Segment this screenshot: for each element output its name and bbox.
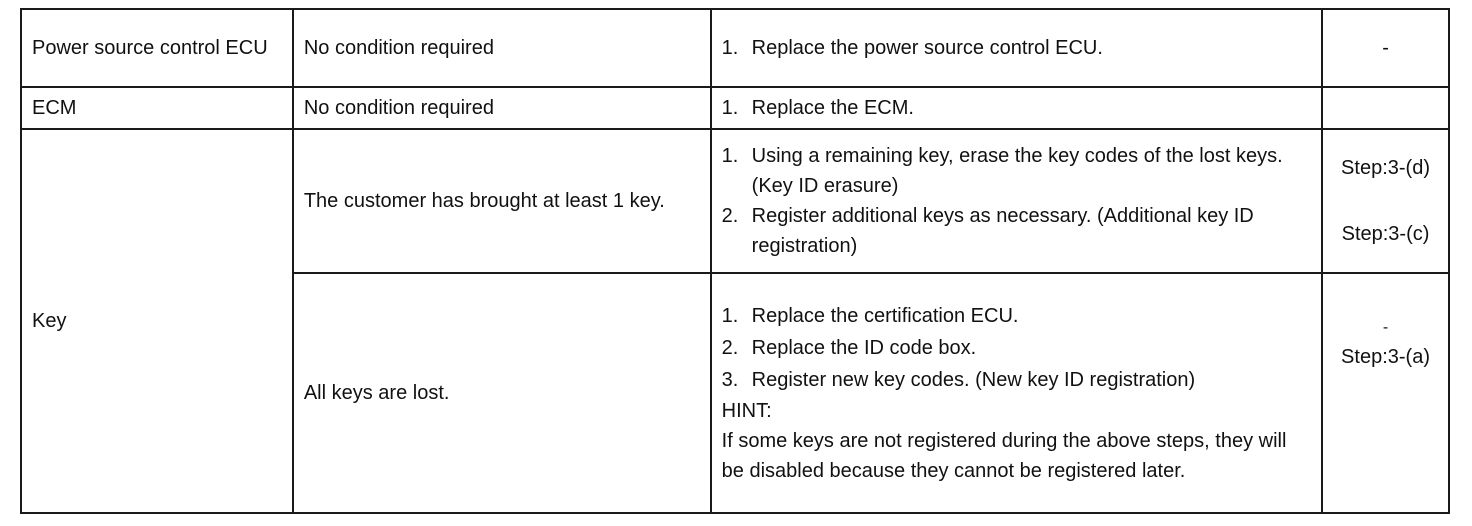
part-cell: Power source control ECU (20, 8, 294, 88)
condition-cell: All keys are lost. (291, 272, 712, 514)
procedure-step: 1. Replace the ECM. (721, 97, 914, 119)
part-cell: Key (20, 128, 294, 514)
step-reference: Step:3-(c) (1341, 223, 1430, 245)
condition-cell: No condition required (291, 86, 712, 130)
procedure-step: 1. Using a remaining key, erase the key … (721, 145, 1283, 197)
procedure-cell: 1. Replace the ECM. (709, 86, 1324, 130)
step-reference: Step:3-(d) (1341, 157, 1430, 179)
table-row: Power source control ECU No condition re… (20, 8, 1450, 88)
procedure-step: 1. Replace the power source control ECU. (721, 37, 1103, 59)
reference-cell: Step:3-(d) Step:3-(c) (1321, 128, 1450, 274)
hint-label: HINT: (721, 400, 772, 422)
table-row: Key The customer has brought at least 1 … (20, 128, 1450, 514)
step-reference: - (1382, 319, 1389, 336)
procedure-cell: 1. Using a remaining key, erase the key … (709, 128, 1324, 274)
condition-cell: The customer has brought at least 1 key. (291, 128, 712, 274)
table-row: ECM No condition required 1. Replace the… (20, 86, 1450, 130)
table-row: All keys are lost. 1. Replace the certif… (21, 272, 1450, 514)
procedure-step: 3. Register new key codes. (New key ID r… (721, 369, 1196, 391)
procedure-table: Power source control ECU No condition re… (20, 8, 1450, 514)
hint-text: If some keys are not registered during t… (721, 430, 1287, 482)
reference-cell: - (1321, 8, 1450, 88)
procedure-step: 2. Replace the ID code box. (721, 337, 977, 359)
condition-cell: No condition required (291, 8, 712, 88)
procedure-step: 2. Register additional keys as necessary… (721, 205, 1254, 257)
reference-cell (1321, 86, 1450, 130)
procedure-step: 1. Replace the certification ECU. (721, 305, 1019, 327)
step-reference: Step:3-(a) (1341, 346, 1430, 368)
reference-cell: - Step:3-(a) (1321, 272, 1450, 514)
procedure-cell: 1. Replace the power source control ECU. (709, 8, 1324, 88)
part-cell: ECM (20, 86, 294, 130)
procedure-cell: 1. Replace the certification ECU. 2. Rep… (709, 272, 1324, 514)
